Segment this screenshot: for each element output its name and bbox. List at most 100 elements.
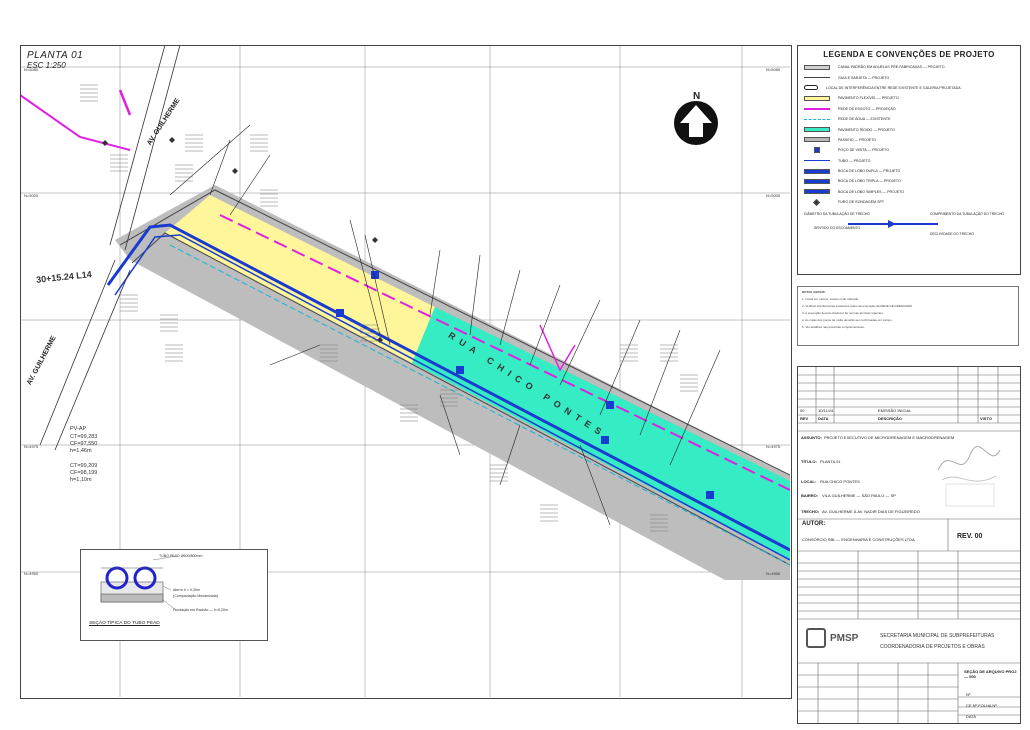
leader-line	[349, 219, 381, 336]
revision-number: REV. 00	[957, 533, 983, 540]
leader-line	[469, 254, 481, 336]
rev-row-desc: EMISSÃO INICIAL	[878, 408, 912, 413]
manhole-marker	[601, 436, 609, 444]
legend-symbol-icon	[804, 108, 830, 110]
manhole-marker	[336, 309, 344, 317]
leader-line	[229, 154, 271, 216]
legend-list: CANAL PADRÃO EM ADUELAS PRÉ-FABRICADAS —…	[798, 62, 1020, 207]
north-label: N	[693, 91, 701, 102]
legend-item-label: TUBO — PROJETO	[838, 158, 871, 163]
legend-item: PASSEIO — PROJETO	[798, 135, 1020, 145]
legend-symbol-icon	[804, 189, 830, 195]
legend-symbol-icon	[804, 168, 830, 174]
grid-north-label: N=5000	[766, 193, 781, 198]
legend-item: CANAL PADRÃO EM ADUELAS PRÉ-FABRICADAS —…	[798, 62, 1020, 72]
title-block: REV DATA DESCRIÇÃO VISTO 00 10/11/24 EMI…	[797, 366, 1021, 724]
legend-symbol-icon	[804, 85, 818, 91]
title-block-lines	[798, 367, 1020, 723]
grid-north-label: N=5080	[766, 67, 781, 72]
legend-symbol-icon	[804, 127, 830, 133]
typical-section-detail: TUBO PEAD Ø600/800mm Aterro h = 0,30m (C…	[80, 549, 268, 641]
sheet-date: DATA	[966, 714, 977, 719]
legend-item: BOCA DE LOBO TRIPLA — PROJETO	[798, 176, 1020, 186]
legend-pipe-diagram	[848, 220, 938, 228]
leader-line	[439, 394, 461, 456]
legend-symbol-icon	[804, 137, 830, 143]
legend-item-label: PAVIMENTO FLEXÍVEL — PROJETO	[838, 96, 899, 101]
leader-line	[269, 344, 321, 366]
note-item: 1. Cotas em metros, exceto onde indicado…	[802, 297, 860, 301]
legend-item-label: POÇO DE VISITA — PROJETO	[838, 148, 889, 153]
pv-h2: h=1,10m	[70, 477, 92, 483]
rev-col-visto: VISTO	[980, 416, 992, 421]
grid-north-label: N=5000	[24, 193, 39, 198]
sewer-line	[118, 89, 132, 116]
legend-item: REDE DE ESGOTO — PROJEÇÃO	[798, 104, 1020, 114]
borehole-marker	[232, 168, 238, 174]
section-caption: SEÇÃO TÍPICA DO TUBO PEAD	[89, 621, 160, 626]
legend-item-label: BOCA DE LOBO TRIPLA — PROJETO	[838, 179, 901, 184]
drainage-pipe	[106, 223, 790, 552]
leader-line	[429, 249, 441, 316]
legend-item-label: BOCA DE LOBO SIMPLES — PROJETO	[838, 189, 905, 194]
plan-scale: ESC 1:250	[27, 61, 66, 70]
sheet-numbers: Nº CE Nº FOLHA Nº DATA	[966, 689, 997, 722]
pv-h1: h=1,46m	[70, 448, 92, 454]
sheet-no: Nº	[966, 692, 971, 697]
plan-title: PLANTA 01	[27, 50, 84, 61]
rigid-pavement-area	[412, 307, 790, 560]
avenue-edge	[124, 45, 181, 251]
sewer-line	[219, 214, 790, 491]
notes-title: NOTAS GERAIS:	[802, 290, 826, 294]
section-label-foundation: Fundação em Rachão — h=0,20m	[173, 608, 229, 612]
pmsp-emblem-icon	[806, 628, 826, 648]
legend-symbol-icon	[804, 64, 830, 70]
grid-north-label: N=5080	[24, 67, 39, 72]
assunto-label: ASSUNTO:	[801, 435, 822, 440]
legend-panel: LEGENDA E CONVENÇÕES DE PROJETO CANAL PA…	[797, 45, 1021, 275]
section-drawing	[100, 555, 177, 611]
legend-symbol-icon	[804, 118, 830, 120]
avenue-edge	[109, 45, 166, 246]
leader-line	[599, 319, 641, 416]
manhole-marker	[706, 491, 714, 499]
rev-col-rev: REV	[800, 416, 809, 421]
legend-symbol-icon	[804, 159, 830, 162]
grid-north-label: N=4950	[766, 571, 781, 576]
legend-symbol-icon	[814, 147, 820, 154]
legend-item: LOCAL DE INTERFERÊNCIA ENTRE REDE EXISTE…	[798, 83, 1020, 93]
legend-title: LEGENDA E CONVENÇÕES DE PROJETO	[823, 50, 995, 59]
legend-symbol-icon	[804, 178, 830, 184]
legend-item: PAVIMENTO RÍGIDO — PROJETO	[798, 124, 1020, 134]
borehole-marker	[102, 140, 108, 146]
pv-label: PV-AP	[70, 426, 87, 432]
grid-north-label: N=4975	[24, 444, 39, 449]
rev-col-date: DATA	[818, 416, 829, 421]
curb-line	[131, 232, 790, 566]
secretaria-name: SECRETARIA MUNICIPAL DE SUBPREFEITURAS	[880, 633, 995, 639]
legend-sub-label: DECLIVIDADE DO TRECHO	[930, 232, 974, 236]
legend-item: GUIA E SARJETA — PROJETO	[798, 72, 1020, 82]
signature-stamp-icon	[937, 446, 1001, 507]
autor-value: CONSÓRCIO SBL — ENGENHARIA E CONSTRUÇÕES…	[802, 537, 915, 542]
manhole-marker	[606, 401, 614, 409]
legend-item-label: PASSEIO — PROJETO	[838, 137, 877, 142]
leader-line	[169, 124, 251, 196]
leader-line	[209, 139, 231, 196]
borehole-marker	[377, 337, 383, 343]
trecho-value: AV. GUILHERME À AV. NADIR DIAS DE FIGUEI…	[822, 509, 920, 514]
street-layout	[20, 45, 790, 580]
seq-label: SEÇÃO DE ARQUIVO PROJ — 000	[964, 669, 1017, 679]
legend-sub-label: COMPRIMENTO DA TUBULAÇÃO DO TRECHO	[930, 212, 1005, 216]
legend-item: POÇO DE VISITA — PROJETO	[798, 145, 1020, 155]
manhole-marker	[456, 366, 464, 374]
north-arrow-icon	[674, 101, 718, 145]
sewer-line	[539, 324, 576, 372]
rev-row-date: 10/11/24	[818, 408, 834, 413]
leader-line	[669, 349, 721, 466]
pv-ct2: CT=99,209	[70, 463, 98, 469]
assunto-value: PROJETO EXECUTIVO DE MICRODRENAGEM E MAC…	[824, 435, 955, 440]
sheet-folha: CE Nº FOLHA Nº	[966, 703, 997, 708]
note-item: 3. A execução deverá obedecer às normas …	[802, 311, 884, 315]
legend-symbol-icon	[804, 95, 830, 101]
